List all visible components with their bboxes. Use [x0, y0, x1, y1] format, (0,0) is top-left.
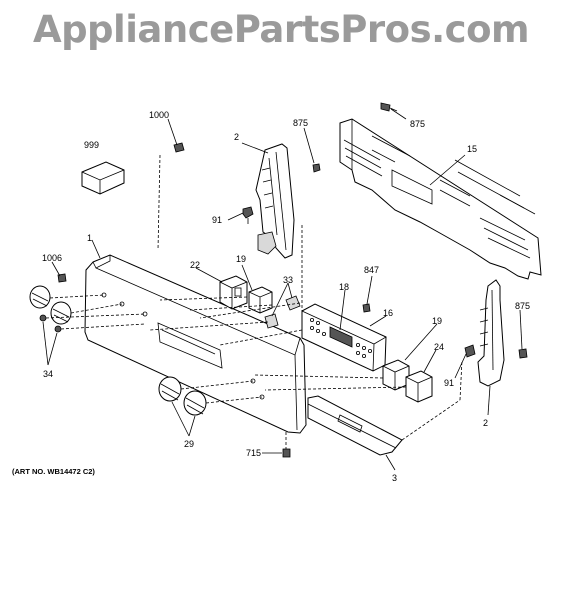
part-875-screw-upper[interactable] [312, 163, 321, 173]
callout-18: 18 [339, 282, 349, 292]
callout-847: 847 [364, 265, 379, 275]
part-875-screw-top[interactable] [380, 102, 398, 112]
callout-22: 22 [190, 260, 200, 270]
part-16-control-board[interactable] [301, 303, 387, 372]
callout-33: 33 [283, 275, 293, 285]
part-847-screw[interactable] [362, 303, 371, 313]
watermark-text: AppliancePartsPros.com [32, 8, 530, 51]
part-34-knob-small-b[interactable] [54, 325, 62, 333]
part-33-button-a[interactable] [285, 295, 301, 311]
callout-875-upper: 875 [293, 118, 308, 128]
callout-15: 15 [467, 144, 477, 154]
callout-2-lower: 2 [483, 418, 488, 428]
part-999-package[interactable] [81, 161, 125, 195]
callout-29: 29 [184, 439, 194, 449]
callout-24: 24 [434, 342, 444, 352]
callout-1: 1 [87, 233, 92, 243]
part-2-side-bracket-right[interactable] [477, 279, 505, 387]
part-715-screw[interactable] [282, 448, 291, 458]
part-91-clip-right[interactable] [464, 344, 476, 358]
part-29-knob-b[interactable] [183, 390, 207, 416]
part-33-button-b[interactable] [264, 313, 279, 329]
part-91-clip-left[interactable] [242, 206, 254, 224]
part-19-switch-lower[interactable] [382, 359, 410, 391]
part-1-control-panel[interactable] [84, 254, 307, 434]
callout-875-right: 875 [515, 301, 530, 311]
art-number: (ART NO. WB14472 C2) [12, 467, 95, 476]
part-24-switch[interactable] [405, 370, 433, 403]
callout-labels: 1000 999 2 875 875 15 91 1 1006 22 19 33… [12, 110, 530, 483]
callout-19-lower: 19 [432, 316, 442, 326]
callout-1000: 1000 [149, 110, 169, 120]
callout-19-upper: 19 [236, 254, 246, 264]
part-22-switch[interactable] [219, 275, 248, 310]
callout-3: 3 [392, 473, 397, 483]
callout-34: 34 [43, 369, 53, 379]
callout-715: 715 [246, 448, 261, 458]
callout-875-top: 875 [410, 119, 425, 129]
callout-999: 999 [84, 140, 99, 150]
part-2-side-bracket-left[interactable] [255, 143, 295, 259]
part-knob-left-2[interactable] [50, 301, 72, 325]
part-875-screw-right[interactable] [518, 348, 528, 359]
callout-1006: 1006 [42, 253, 62, 263]
part-1000-screw[interactable] [173, 142, 185, 153]
part-19-switch-upper[interactable] [248, 286, 273, 314]
part-3-lower-trim[interactable] [307, 395, 403, 456]
part-18-display[interactable] [329, 326, 353, 348]
part-34-knob-small-a[interactable] [39, 314, 47, 322]
callout-91-right: 91 [444, 378, 454, 388]
part-knob-left-1[interactable] [29, 285, 51, 309]
callout-91-left: 91 [212, 215, 222, 225]
callout-16: 16 [383, 308, 393, 318]
part-29-knob-a[interactable] [158, 376, 182, 402]
part-15-rear-panel[interactable] [339, 118, 542, 280]
callout-2-upper: 2 [234, 132, 239, 142]
leader-lines [42, 108, 523, 471]
